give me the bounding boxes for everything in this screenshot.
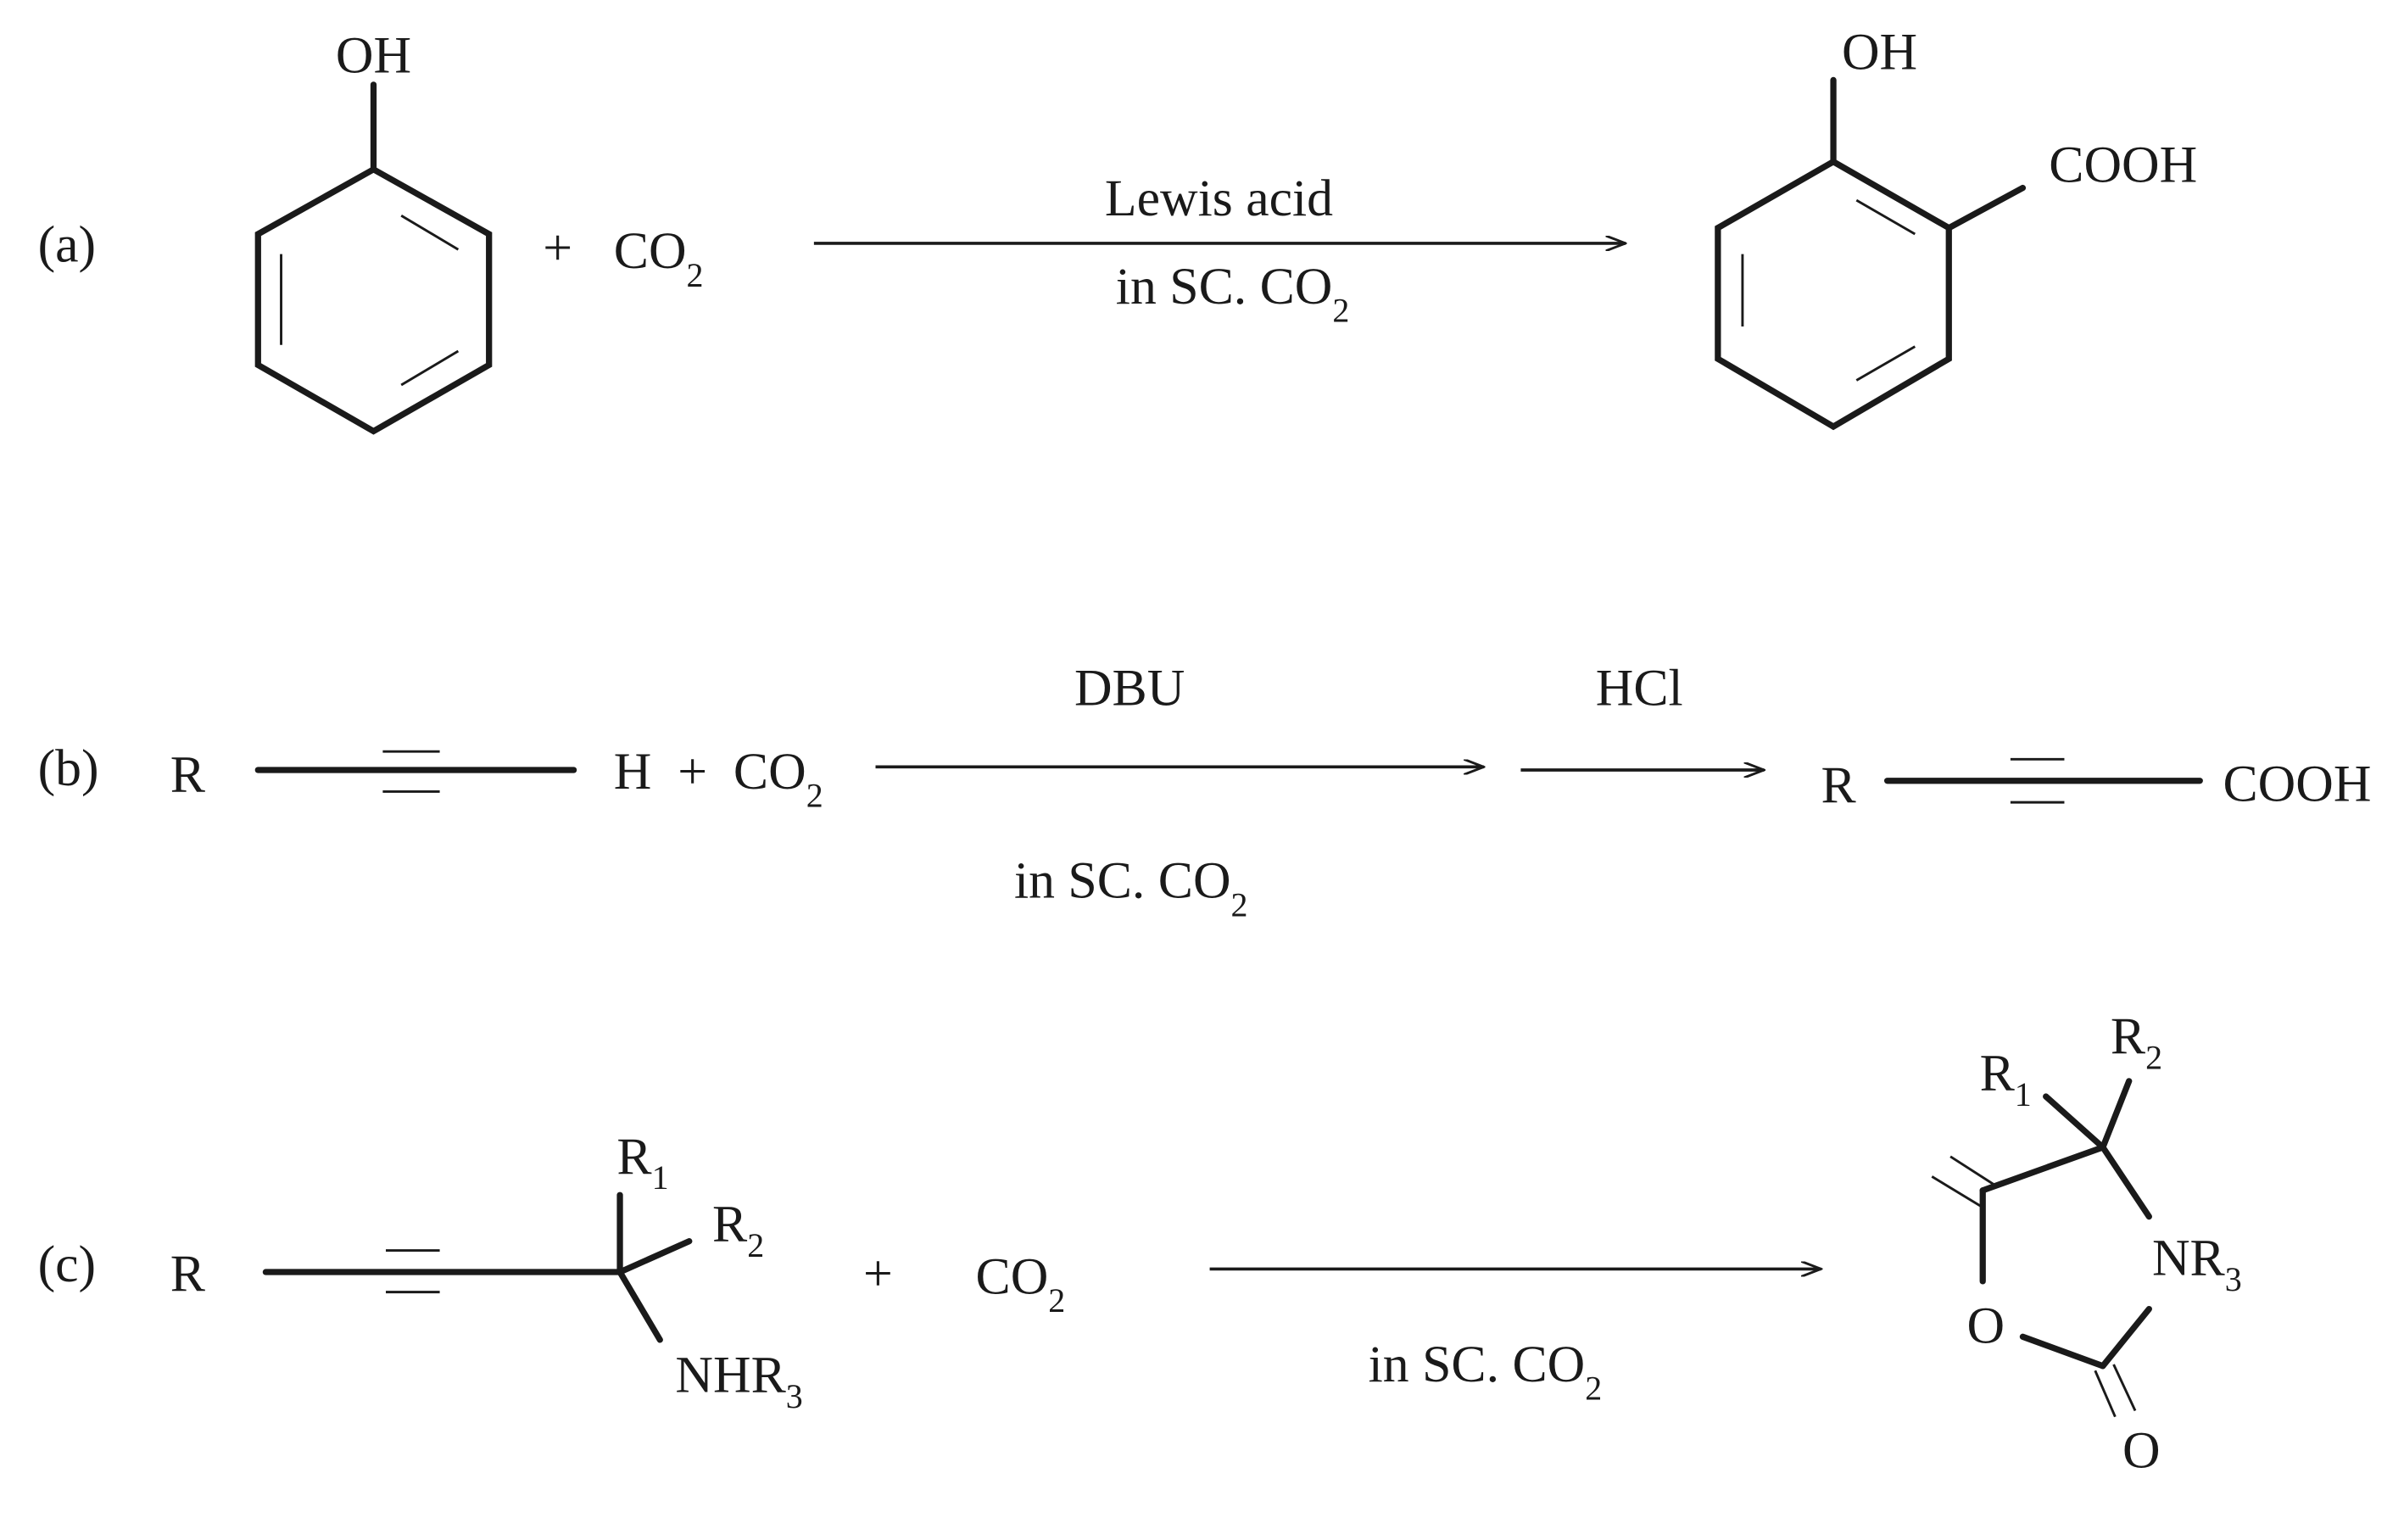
reaction-a: (a) OH + CO2 Lewis acid in SC. CO2 OH CO…: [38, 24, 2197, 435]
salicylic-acid-structure: OH COOH: [1715, 24, 2197, 431]
product-ring-oxygen: O: [1967, 1297, 2005, 1355]
reactant-r1: R1: [616, 1128, 668, 1197]
condition-solvent: in SC. CO2: [1116, 258, 1350, 330]
product-r2: R2: [2111, 1007, 2162, 1076]
h-plus-co2: H + CO2: [614, 743, 823, 815]
propargylamine-r: R: [170, 1245, 206, 1303]
oxazolidinone-structure: [1931, 1078, 2152, 1418]
product-carbonyl-oxygen: O: [2122, 1422, 2161, 1480]
reagent-dbu: DBU: [1074, 660, 1185, 717]
alkyne-triple-bond: [254, 750, 577, 793]
product-oh: OH: [1842, 24, 1917, 81]
phenol-oh: OH: [336, 26, 411, 84]
alkyne-r: R: [170, 745, 206, 803]
product-nr3: NR3: [2152, 1230, 2242, 1298]
propargylamine-structure: [262, 1191, 693, 1343]
condition-solvent: in SC. CO2: [1014, 852, 1248, 924]
phenol-structure: OH: [254, 26, 493, 435]
reaction-b: (b) R H + CO2 DBU in SC. CO2 HCl R COOH: [38, 660, 2372, 924]
reactant-r2: R2: [712, 1196, 764, 1264]
reaction-a-label: (a): [38, 216, 97, 274]
reaction-c: (c) R R1 R2 NHR3 + CO2 in SC. CO2: [38, 1007, 2242, 1480]
plus-sign: +: [543, 219, 572, 276]
product-r1: R1: [1980, 1045, 2032, 1113]
reagent-hcl: HCl: [1596, 660, 1683, 717]
reactant-nhr3: NHR3: [675, 1347, 802, 1415]
reaction-b-label: (b): [38, 739, 99, 797]
co2-reactant: CO2: [976, 1247, 1066, 1320]
plus-sign: +: [863, 1245, 893, 1303]
product-cooh: COOH: [2049, 136, 2197, 193]
condition-solvent: in SC. CO2: [1369, 1336, 1603, 1408]
product-triple-bond: [1883, 757, 2203, 804]
product-cooh: COOH: [2223, 755, 2372, 812]
reaction-c-label: (c): [38, 1236, 97, 1293]
product-r: R: [1821, 756, 1857, 814]
condition-lewis-acid: Lewis acid: [1105, 170, 1333, 227]
co2-reactant: CO2: [614, 222, 704, 294]
